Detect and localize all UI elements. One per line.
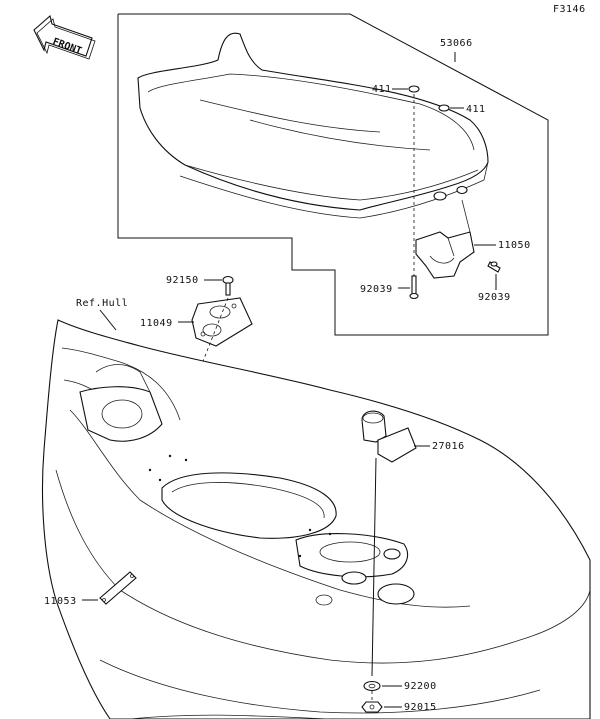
label-bracket: 11050: [498, 240, 531, 251]
seat-bracket: [415, 231, 475, 279]
nut-icon: [361, 701, 383, 713]
lever-bracket: [191, 297, 253, 347]
bolt-right-icon: [487, 261, 501, 273]
label-bolt-right: 92039: [478, 292, 511, 303]
washer-icon: [363, 680, 381, 692]
hull-outline: [41, 319, 591, 719]
strap: [99, 571, 137, 605]
label-lever-bolt: 92150: [166, 275, 199, 286]
label-bolt-left: 92039: [360, 284, 393, 295]
screw-right-icon: [438, 104, 450, 112]
label-seat: 53066: [440, 38, 473, 49]
label-lever-bracket: 11049: [140, 318, 173, 329]
lever-bolt-icon: [222, 275, 234, 296]
seat-latch: [361, 410, 417, 463]
label-screw-right: 411: [466, 104, 486, 115]
figure-code: F3146: [553, 4, 586, 15]
front-arrow-icon: FRONT: [33, 14, 96, 60]
bolt-left-icon: [409, 275, 419, 300]
seat-assembly-frame: [117, 13, 549, 336]
label-strap: 11053: [44, 596, 77, 607]
label-nut: 92015: [404, 702, 437, 713]
label-screw-top: 411: [372, 84, 392, 95]
screw-top-icon: [408, 85, 420, 93]
label-latch: 27016: [432, 441, 465, 452]
ref-hull-label: Ref.Hull: [76, 298, 128, 309]
seat-cushion: [137, 32, 489, 219]
label-washer: 92200: [404, 681, 437, 692]
